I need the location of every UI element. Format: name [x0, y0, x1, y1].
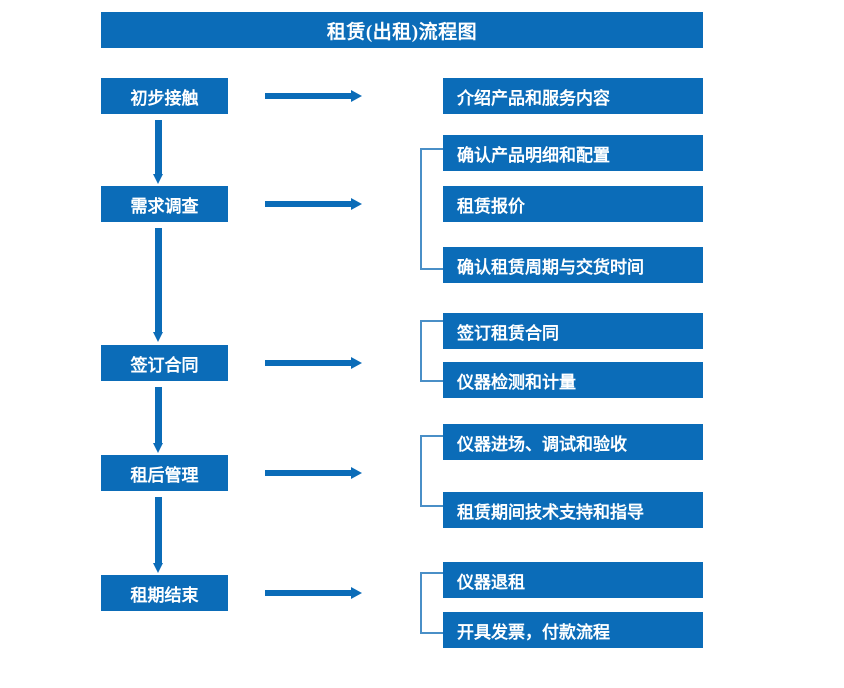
- arrow-down-icon-2: [153, 228, 164, 342]
- stage-box-initial-contact[interactable]: 初步接触: [101, 78, 228, 114]
- detail-box-invoice-payment[interactable]: 开具发票，付款流程: [443, 612, 703, 648]
- arrow-down-icon-1: [153, 120, 164, 184]
- arrow-right-icon-1: [265, 90, 362, 102]
- detail-box-return-instrument[interactable]: 仪器退租: [443, 562, 703, 598]
- bracket-icon-sign-contract: [420, 320, 443, 382]
- arrow-right-icon-5: [265, 587, 362, 599]
- arrow-down-icon-4: [153, 497, 164, 573]
- bracket-icon-post-rental-mgmt: [420, 435, 443, 507]
- detail-box-confirm-spec[interactable]: 确认产品明细和配置: [443, 135, 703, 171]
- arrow-down-icon-3: [153, 387, 164, 453]
- detail-box-intro-products[interactable]: 介绍产品和服务内容: [443, 78, 703, 114]
- detail-box-rental-quote[interactable]: 租赁报价: [443, 186, 703, 222]
- arrow-right-icon-4: [265, 467, 362, 479]
- detail-box-confirm-term-delivery[interactable]: 确认租赁周期与交货时间: [443, 247, 703, 283]
- stage-box-lease-end[interactable]: 租期结束: [101, 575, 228, 611]
- stage-box-post-rental-mgmt[interactable]: 租后管理: [101, 455, 228, 491]
- detail-box-sign-lease-contract[interactable]: 签订租赁合同: [443, 313, 703, 349]
- arrow-right-icon-3: [265, 357, 362, 369]
- bracket-icon-needs-survey: [420, 148, 443, 270]
- stage-box-sign-contract[interactable]: 签订合同: [101, 345, 228, 381]
- detail-box-instrument-inspection[interactable]: 仪器检测和计量: [443, 362, 703, 398]
- bracket-icon-lease-end: [420, 572, 443, 634]
- detail-box-onsite-commissioning[interactable]: 仪器进场、调试和验收: [443, 424, 703, 460]
- stage-box-needs-survey[interactable]: 需求调查: [101, 186, 228, 222]
- page-title: 租赁(出租)流程图: [101, 12, 703, 48]
- arrow-right-icon-2: [265, 198, 362, 210]
- detail-box-tech-support[interactable]: 租赁期间技术支持和指导: [443, 492, 703, 528]
